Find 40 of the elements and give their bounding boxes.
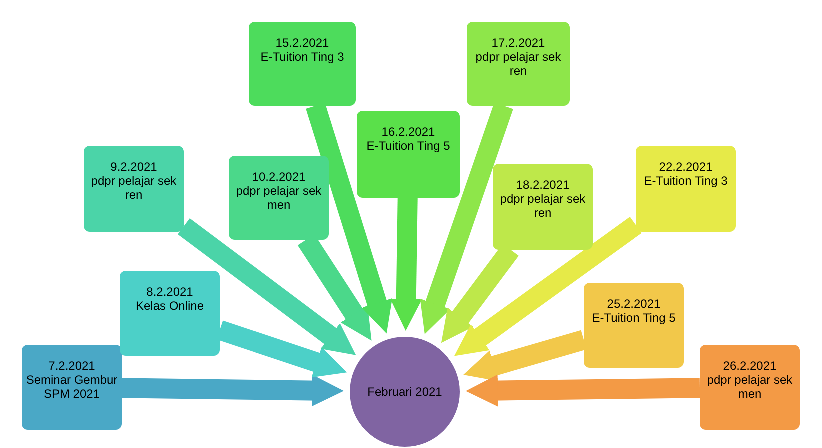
event-title: pdpr pelajar sek ren: [499, 192, 587, 220]
event-title: Seminar Gembur SPM 2021: [26, 373, 118, 401]
block-arrow: [178, 218, 356, 356]
event-box: [249, 22, 356, 106]
event-date: 26.2.2021: [723, 359, 777, 373]
event-box: [120, 271, 220, 356]
event-date: 18.2.2021: [516, 178, 570, 192]
event-box: [357, 111, 460, 198]
event-date: 16.2.2021: [382, 125, 436, 139]
event-title: pdpr pelajar sek ren: [90, 174, 178, 202]
event-date: 9.2.2021: [110, 160, 158, 174]
event-title: pdpr pelajar sek ren: [474, 50, 562, 78]
event-title: Kelas Online: [136, 299, 204, 313]
event-box: [229, 156, 329, 240]
event-date: 17.2.2021: [492, 36, 546, 50]
event-title: E-Tuition Ting 3: [644, 174, 728, 188]
event-box: [584, 283, 684, 368]
event-title: E-Tuition Ting 3: [260, 50, 344, 64]
block-arrow: [454, 217, 642, 356]
event-date: 8.2.2021: [146, 285, 194, 299]
event-date: 10.2.2021: [252, 170, 306, 184]
event-date: 25.2.2021: [607, 297, 661, 311]
event-box: [700, 345, 800, 430]
event-box: [467, 22, 570, 106]
month-label: Februari 2021: [368, 385, 442, 399]
event-box: [636, 146, 736, 232]
event-box: [22, 345, 122, 430]
event-title: E-Tuition Ting 5: [366, 139, 450, 153]
event-box: [493, 164, 593, 250]
event-date: 15.2.2021: [276, 36, 330, 50]
event-title: E-Tuition Ting 5: [592, 311, 676, 325]
event-box: [84, 146, 184, 232]
block-arrow: [306, 103, 393, 334]
event-date: 7.2.2021: [48, 359, 96, 373]
block-arrow: [390, 198, 422, 331]
event-date: 22.2.2021: [659, 160, 713, 174]
block-arrow: [122, 374, 344, 407]
event-title: pdpr pelajar sek men: [235, 184, 323, 212]
block-arrow: [466, 374, 700, 407]
event-title: pdpr pelajar sek men: [706, 373, 794, 401]
